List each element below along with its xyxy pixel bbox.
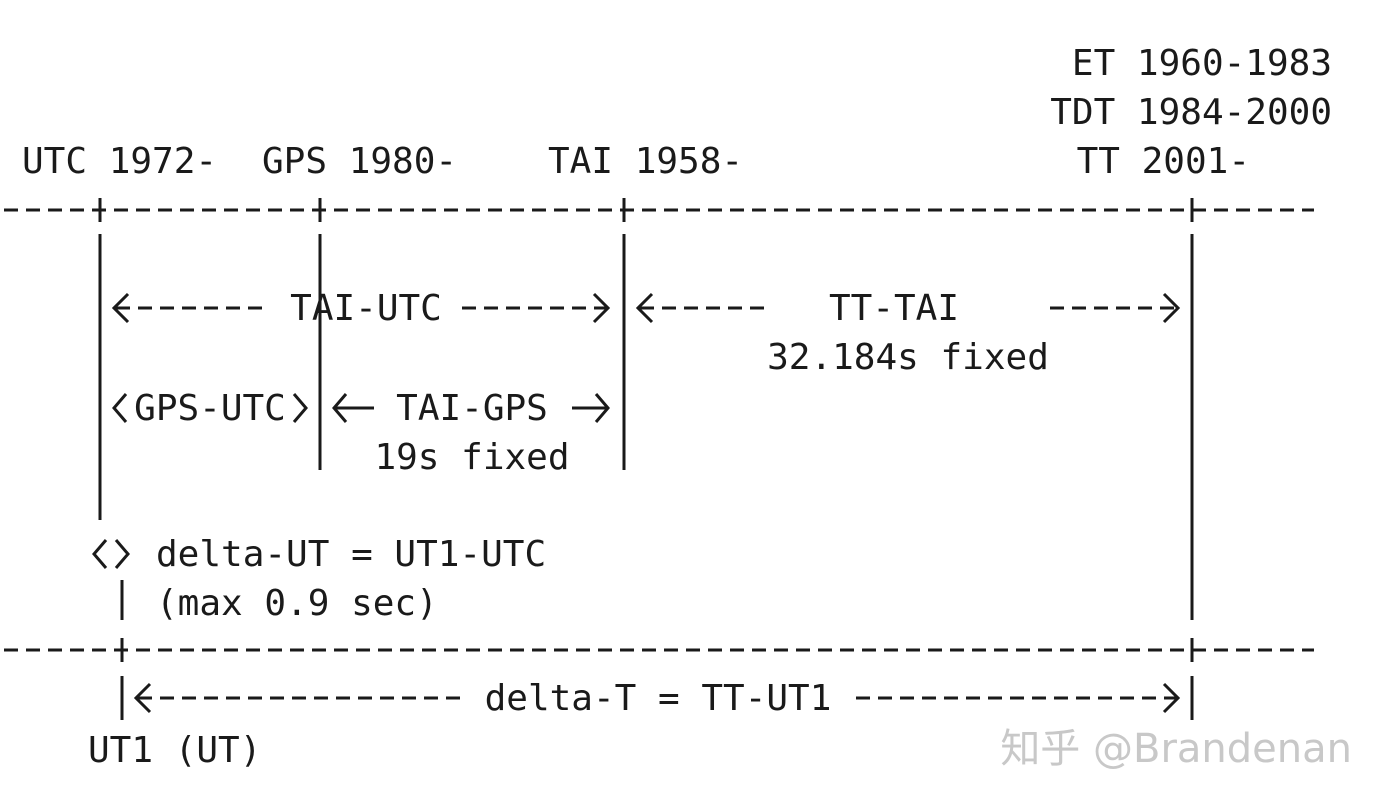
- watermark: 知乎 @Brandenan: [1000, 726, 1352, 772]
- gps-utc-arrow: [112, 393, 308, 423]
- tai-utc-arrow: [111, 292, 611, 324]
- lower-timeline-ticks: [120, 638, 1194, 662]
- tai-gps-arrow: [332, 393, 610, 423]
- upper-timeline-ticks: [98, 198, 1194, 222]
- label-gps: GPS 1980-: [262, 141, 457, 182]
- delta-ut-label: delta-UT = UT1-UTC: [156, 534, 546, 575]
- delta-t-label: delta-T = TT-UT1: [485, 678, 832, 719]
- label-tt: TT 2001-: [1077, 141, 1250, 182]
- label-utc: UTC 1972-: [22, 141, 217, 182]
- label-et: ET 1960-1983: [1072, 43, 1332, 84]
- label-tai: TAI 1958-: [548, 141, 743, 182]
- delta-t-arrow: [120, 676, 1194, 720]
- tai-gps-label: TAI-GPS: [396, 388, 548, 429]
- tai-utc-label: TAI-UTC: [290, 288, 442, 329]
- tai-gps-note: 19s fixed: [374, 437, 569, 478]
- delta-ut-note: (max 0.9 sec): [156, 583, 438, 624]
- gps-utc-label: GPS-UTC: [134, 388, 286, 429]
- tt-tai-label: TT-TAI: [829, 288, 959, 329]
- tt-tai-arrow: [635, 292, 1181, 324]
- label-tdt: TDT 1984-2000: [1050, 92, 1332, 133]
- delta-ut-marker: [92, 539, 130, 620]
- label-ut1: UT1 (UT): [88, 730, 261, 771]
- tt-tai-note: 32.184s fixed: [767, 337, 1049, 378]
